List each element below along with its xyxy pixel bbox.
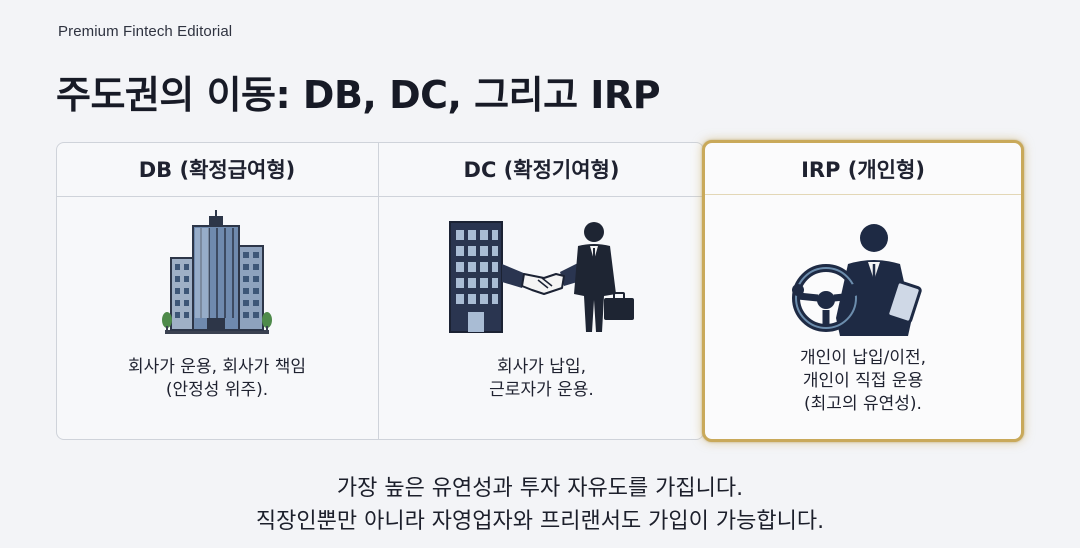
- page-title: 주도권의 이동: DB, DC, 그리고 IRP: [56, 73, 661, 117]
- person-steering-wheel-icon: [792, 224, 922, 336]
- card-dc: DC (확정기여형): [378, 142, 704, 440]
- desc-line: 개인이 납입/이전,: [799, 348, 926, 368]
- footer-line: 가장 높은 유연성과 투자 자유도를 가집니다.: [336, 476, 744, 501]
- card-db-heading: DB (확정급여형): [56, 142, 378, 197]
- desc-line: 근로자가 운용.: [489, 380, 594, 400]
- card-irp-heading: IRP (개인형): [705, 143, 1021, 195]
- card-irp-description: 개인이 납입/이전, 개인이 직접 운용 (최고의 유연성).: [705, 347, 1021, 416]
- office-building-icon: [162, 210, 272, 334]
- comparison-cards: DB (확정급여형): [56, 140, 1024, 442]
- footer-text: 가장 높은 유연성과 투자 자유도를 가집니다. 직장인뿐만 아니라 자영업자와…: [0, 472, 1080, 538]
- card-db: DB (확정급여형): [56, 142, 378, 440]
- handshake-icon: [448, 221, 634, 333]
- desc-line: 회사가 운용, 회사가 책임: [127, 357, 306, 377]
- card-irp: IRP (개인형) 개인이 납입/이전, 개인이: [702, 140, 1024, 442]
- desc-line: (안정성 위주).: [165, 380, 269, 400]
- card-db-description: 회사가 운용, 회사가 책임 (안정성 위주).: [56, 356, 378, 402]
- desc-line: 회사가 납입,: [496, 357, 586, 377]
- card-dc-description: 회사가 납입, 근로자가 운용.: [379, 356, 704, 402]
- card-dc-heading: DC (확정기여형): [379, 142, 704, 197]
- brand-label: Premium Fintech Editorial: [58, 23, 233, 40]
- desc-line: 개인이 직접 운용: [802, 371, 924, 391]
- desc-line: (최고의 유연성).: [804, 394, 922, 414]
- footer-line: 직장인뿐만 아니라 자영업자와 프리랜서도 가입이 가능합니다.: [255, 509, 825, 534]
